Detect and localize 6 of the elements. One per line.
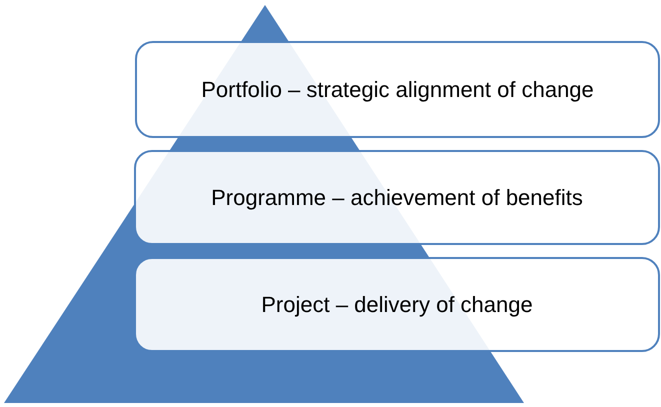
level-box (134, 150, 660, 245)
level-label: Portfolio – strategic alignment of change (201, 76, 594, 102)
level-label: Project – delivery of change (261, 292, 533, 318)
level-box (135, 41, 660, 138)
level-label: Programme – achievement of benefits (211, 184, 583, 210)
level-box (134, 257, 660, 352)
